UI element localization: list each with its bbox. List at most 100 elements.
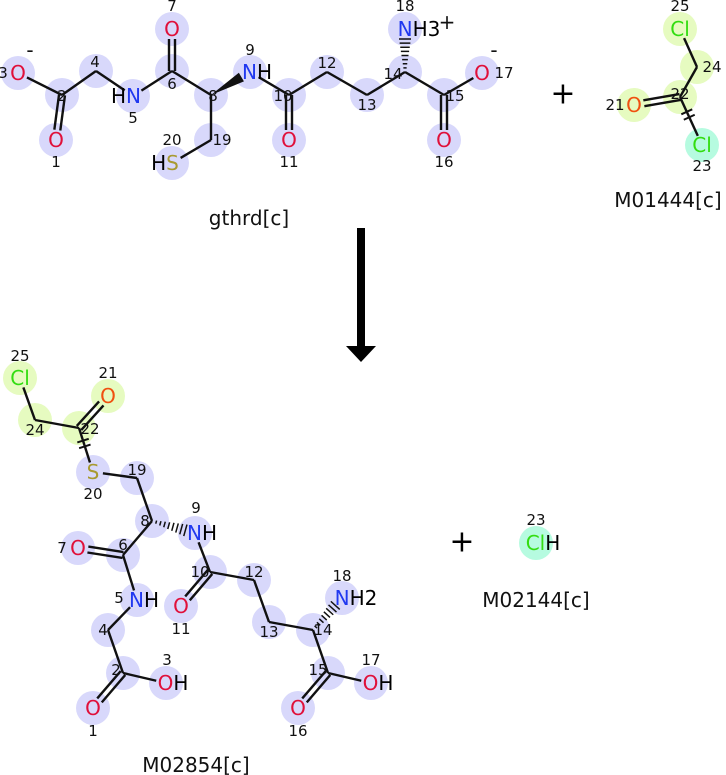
bond-15-17 (443, 76, 474, 97)
atom-4: 4 (90, 53, 100, 71)
atom-number: 18 (395, 0, 414, 15)
atom-1: O1 (85, 696, 101, 740)
atom-number: 15 (445, 87, 464, 105)
atom-highlight (465, 56, 499, 90)
atom-label: O (10, 61, 26, 85)
atom-highlight (155, 146, 189, 180)
atom-number: 11 (279, 153, 298, 171)
atom-number: 19 (212, 131, 231, 149)
atom-6: 6 (167, 75, 177, 93)
atom-number: 14 (313, 621, 332, 639)
bond-24-22 (678, 66, 699, 98)
atom-22: 22 (80, 420, 99, 438)
atom-5: NH5 (114, 588, 159, 612)
atom-charge: - (26, 38, 33, 62)
bond-22-23 (678, 96, 699, 137)
atom-label: HN (111, 84, 141, 108)
atom-number: 3 (0, 64, 8, 82)
atom-number: 15 (308, 661, 327, 679)
atom-10: 10 (190, 563, 209, 581)
atom-label-sym: S (87, 460, 100, 484)
atom-label-sym: O (85, 696, 101, 720)
atom-label: Cl (692, 133, 712, 157)
arrow-head (346, 346, 376, 362)
atom-1: O1 (48, 128, 64, 171)
atom-label: NH (242, 60, 272, 84)
atom-label-sym: N (242, 60, 257, 84)
atom-8: 8 (208, 87, 218, 105)
atom-number: 3 (162, 651, 172, 669)
atom-label-suf: H (173, 671, 188, 695)
atom-number: 9 (191, 499, 201, 517)
atom-20: S20 (83, 460, 102, 503)
atom-21: O21 (605, 93, 641, 117)
atom-label: NH2 (335, 586, 378, 610)
arrow-shaft (357, 228, 365, 348)
atom-highlight (388, 12, 422, 46)
atom-number: 5 (128, 109, 138, 127)
atom-6: 6 (118, 536, 128, 554)
atom-7: O7 (57, 536, 86, 560)
atom-label: ClH (526, 531, 561, 555)
atom-9: NH 9 (187, 499, 217, 545)
bond-2-4 (61, 70, 97, 96)
atom-highlight (1, 56, 35, 90)
bond-8-9 (211, 72, 244, 95)
atom-label-sym: O (363, 671, 379, 695)
bond-6-5 (121, 554, 136, 591)
bond-9-10 (197, 541, 212, 573)
atom-charge: + (439, 10, 456, 34)
reaction-arrow (346, 228, 376, 362)
bond-9-10 (258, 76, 290, 97)
atom-label-sym: Cl (670, 17, 690, 41)
atom-label: OH (158, 671, 189, 695)
bond-12-13 (326, 70, 368, 97)
atom-highlight (281, 691, 315, 725)
atom-number: 16 (434, 153, 453, 171)
bond-14-15 (404, 70, 445, 97)
atom-label-sym: Cl (10, 366, 30, 390)
atom-label: O (100, 384, 116, 408)
atom-number: 24 (702, 58, 721, 76)
bond-5-4 (107, 606, 131, 631)
bond-15-17 (327, 671, 362, 682)
atom-15: 15 (445, 87, 464, 105)
atom-label-sym: O (290, 696, 306, 720)
bond-6-8 (171, 69, 212, 97)
atom-highlight (61, 531, 95, 565)
atom-16: O16 (434, 128, 453, 171)
atom-label-suf: H (144, 588, 159, 612)
atom-highlight (663, 12, 697, 46)
atom-highlight (685, 128, 719, 162)
atom-highlight (149, 666, 183, 700)
molecule-name: gthrd[c] (209, 206, 289, 230)
atom-number: 6 (167, 75, 177, 93)
atom-label: NH (187, 521, 217, 545)
molecule-name: M01444[c] (614, 188, 721, 212)
atom-number: 20 (162, 131, 181, 149)
atom-21: O21 (98, 364, 117, 408)
bond-2-1 (53, 94, 67, 131)
atom-label-sym: S (166, 151, 179, 175)
atom-highlight (3, 361, 37, 395)
atom-number: 22 (670, 85, 689, 103)
bond-10-11 (184, 569, 214, 602)
atom-number: 18 (332, 567, 351, 585)
bond-15-16 (439, 95, 449, 130)
atom-15: 15 (308, 661, 327, 679)
atom-label: HS (151, 151, 179, 175)
atom-label-sym: O (158, 671, 174, 695)
atom-label: O (290, 696, 306, 720)
bond-14-18 (314, 600, 341, 629)
atom-12: 12 (317, 54, 336, 72)
atom-11: O11 (279, 128, 298, 171)
atom-label: O (474, 61, 490, 85)
atom-label-sym: N (187, 521, 202, 545)
atom-number: 10 (190, 563, 209, 581)
atom-label-sym: Cl (526, 531, 546, 555)
atom-number: 23 (526, 511, 545, 529)
atom-2: 2 (111, 661, 121, 679)
